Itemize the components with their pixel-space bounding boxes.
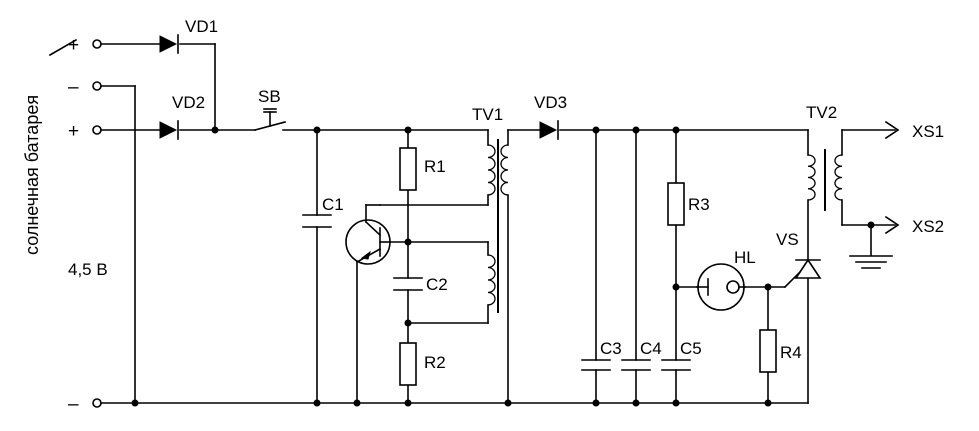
wires <box>100 43 896 404</box>
label-xs2: XS2 <box>912 217 944 236</box>
label-vs: VS <box>776 230 799 249</box>
label-tv1: TV1 <box>472 105 503 124</box>
label-r3: R3 <box>688 195 710 214</box>
terminal-plus-2: + <box>68 121 79 142</box>
terminal-circle-3 <box>92 125 102 135</box>
label-c4: C4 <box>640 339 662 358</box>
terminal-circle-1 <box>92 39 102 49</box>
label-vd1: VD1 <box>185 17 218 36</box>
solar-panel-label: солнечная батарея <box>22 95 42 255</box>
terminal-minus-2: – <box>68 394 79 415</box>
capacitor-c2 <box>393 277 423 291</box>
label-tv2: TV2 <box>806 103 837 122</box>
label-hl: HL <box>734 248 756 267</box>
label-c2: C2 <box>426 275 448 294</box>
resistor-r3 <box>667 182 685 226</box>
label-r1: R1 <box>424 157 446 176</box>
label-r4: R4 <box>780 343 802 362</box>
label-vd2: VD2 <box>172 93 205 112</box>
terminal-circle-4 <box>92 398 102 408</box>
switch-sb <box>254 108 286 131</box>
diode-vd3 <box>539 120 559 140</box>
voltage-label: 4,5 В <box>68 260 108 279</box>
capacitor-c1 <box>302 214 332 228</box>
transformer-tv1 <box>487 139 509 313</box>
xs1-arrow <box>884 120 900 140</box>
label-c1: C1 <box>322 195 344 214</box>
capacitor-c5 <box>661 359 691 371</box>
junction-dots <box>131 126 875 407</box>
label-r2: R2 <box>424 353 446 372</box>
transistor <box>345 204 391 265</box>
label-sb: SB <box>258 87 281 106</box>
label-vd3: VD3 <box>534 93 567 112</box>
terminal-circle-2 <box>92 81 102 91</box>
diode-vd2 <box>159 120 179 140</box>
neon-lamp-hl <box>696 263 746 311</box>
thyristor-vs <box>783 258 822 289</box>
ground-symbol <box>849 255 893 269</box>
terminal-minus-1: – <box>68 77 79 98</box>
transformer-tv2 <box>807 149 843 211</box>
capacitor-c4 <box>621 359 651 371</box>
label-c3: C3 <box>600 339 622 358</box>
label-xs1: XS1 <box>912 122 944 141</box>
terminal-plus-1: + <box>68 35 79 56</box>
resistor-r2 <box>399 342 417 386</box>
label-c5: C5 <box>680 339 702 358</box>
resistor-r4 <box>759 329 777 373</box>
solar-panel-arrow <box>48 38 78 57</box>
resistor-r1 <box>399 147 417 191</box>
xs2-arrow <box>884 215 900 235</box>
capacitor-c3 <box>581 359 611 371</box>
diode-vd1 <box>159 34 179 54</box>
